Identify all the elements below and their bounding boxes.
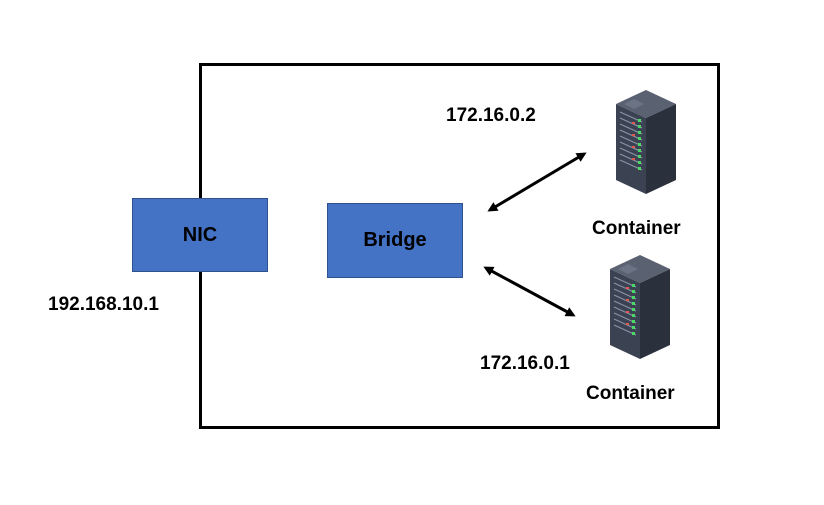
nic-label: NIC [182, 223, 218, 246]
server-rack-icon [616, 90, 676, 194]
nic-ip-label: 192.168.10.1 [48, 294, 159, 315]
bridge-box: Bridge [327, 203, 463, 278]
bridge-label: Bridge [363, 229, 427, 251]
bridge-container-2-arrow [483, 266, 576, 317]
container-1-label: Container [592, 218, 681, 239]
server-rack-icon [610, 255, 670, 359]
nic-box: NIC [132, 198, 268, 272]
bridge-container-1-arrow [487, 152, 587, 212]
container-1-ip-label: 172.16.0.2 [446, 105, 536, 126]
container-2-label: Container [586, 383, 675, 404]
container-2-ip-label: 172.16.0.1 [480, 353, 570, 374]
